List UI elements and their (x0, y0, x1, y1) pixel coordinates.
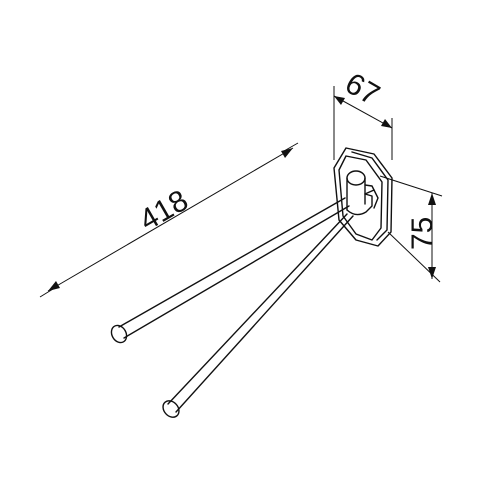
dimension-length (39, 142, 299, 298)
depth-dimension-label: 67 (340, 67, 385, 112)
dimension-depth (333, 86, 393, 160)
swivel-hinge (346, 170, 379, 216)
lower-arm (162, 213, 354, 418)
wall-plate (333, 147, 393, 247)
height-dimension-label: 75 (406, 217, 439, 250)
length-dimension-label: 418 (134, 184, 194, 238)
dimension-height (379, 175, 443, 283)
upper-arm (110, 197, 350, 344)
